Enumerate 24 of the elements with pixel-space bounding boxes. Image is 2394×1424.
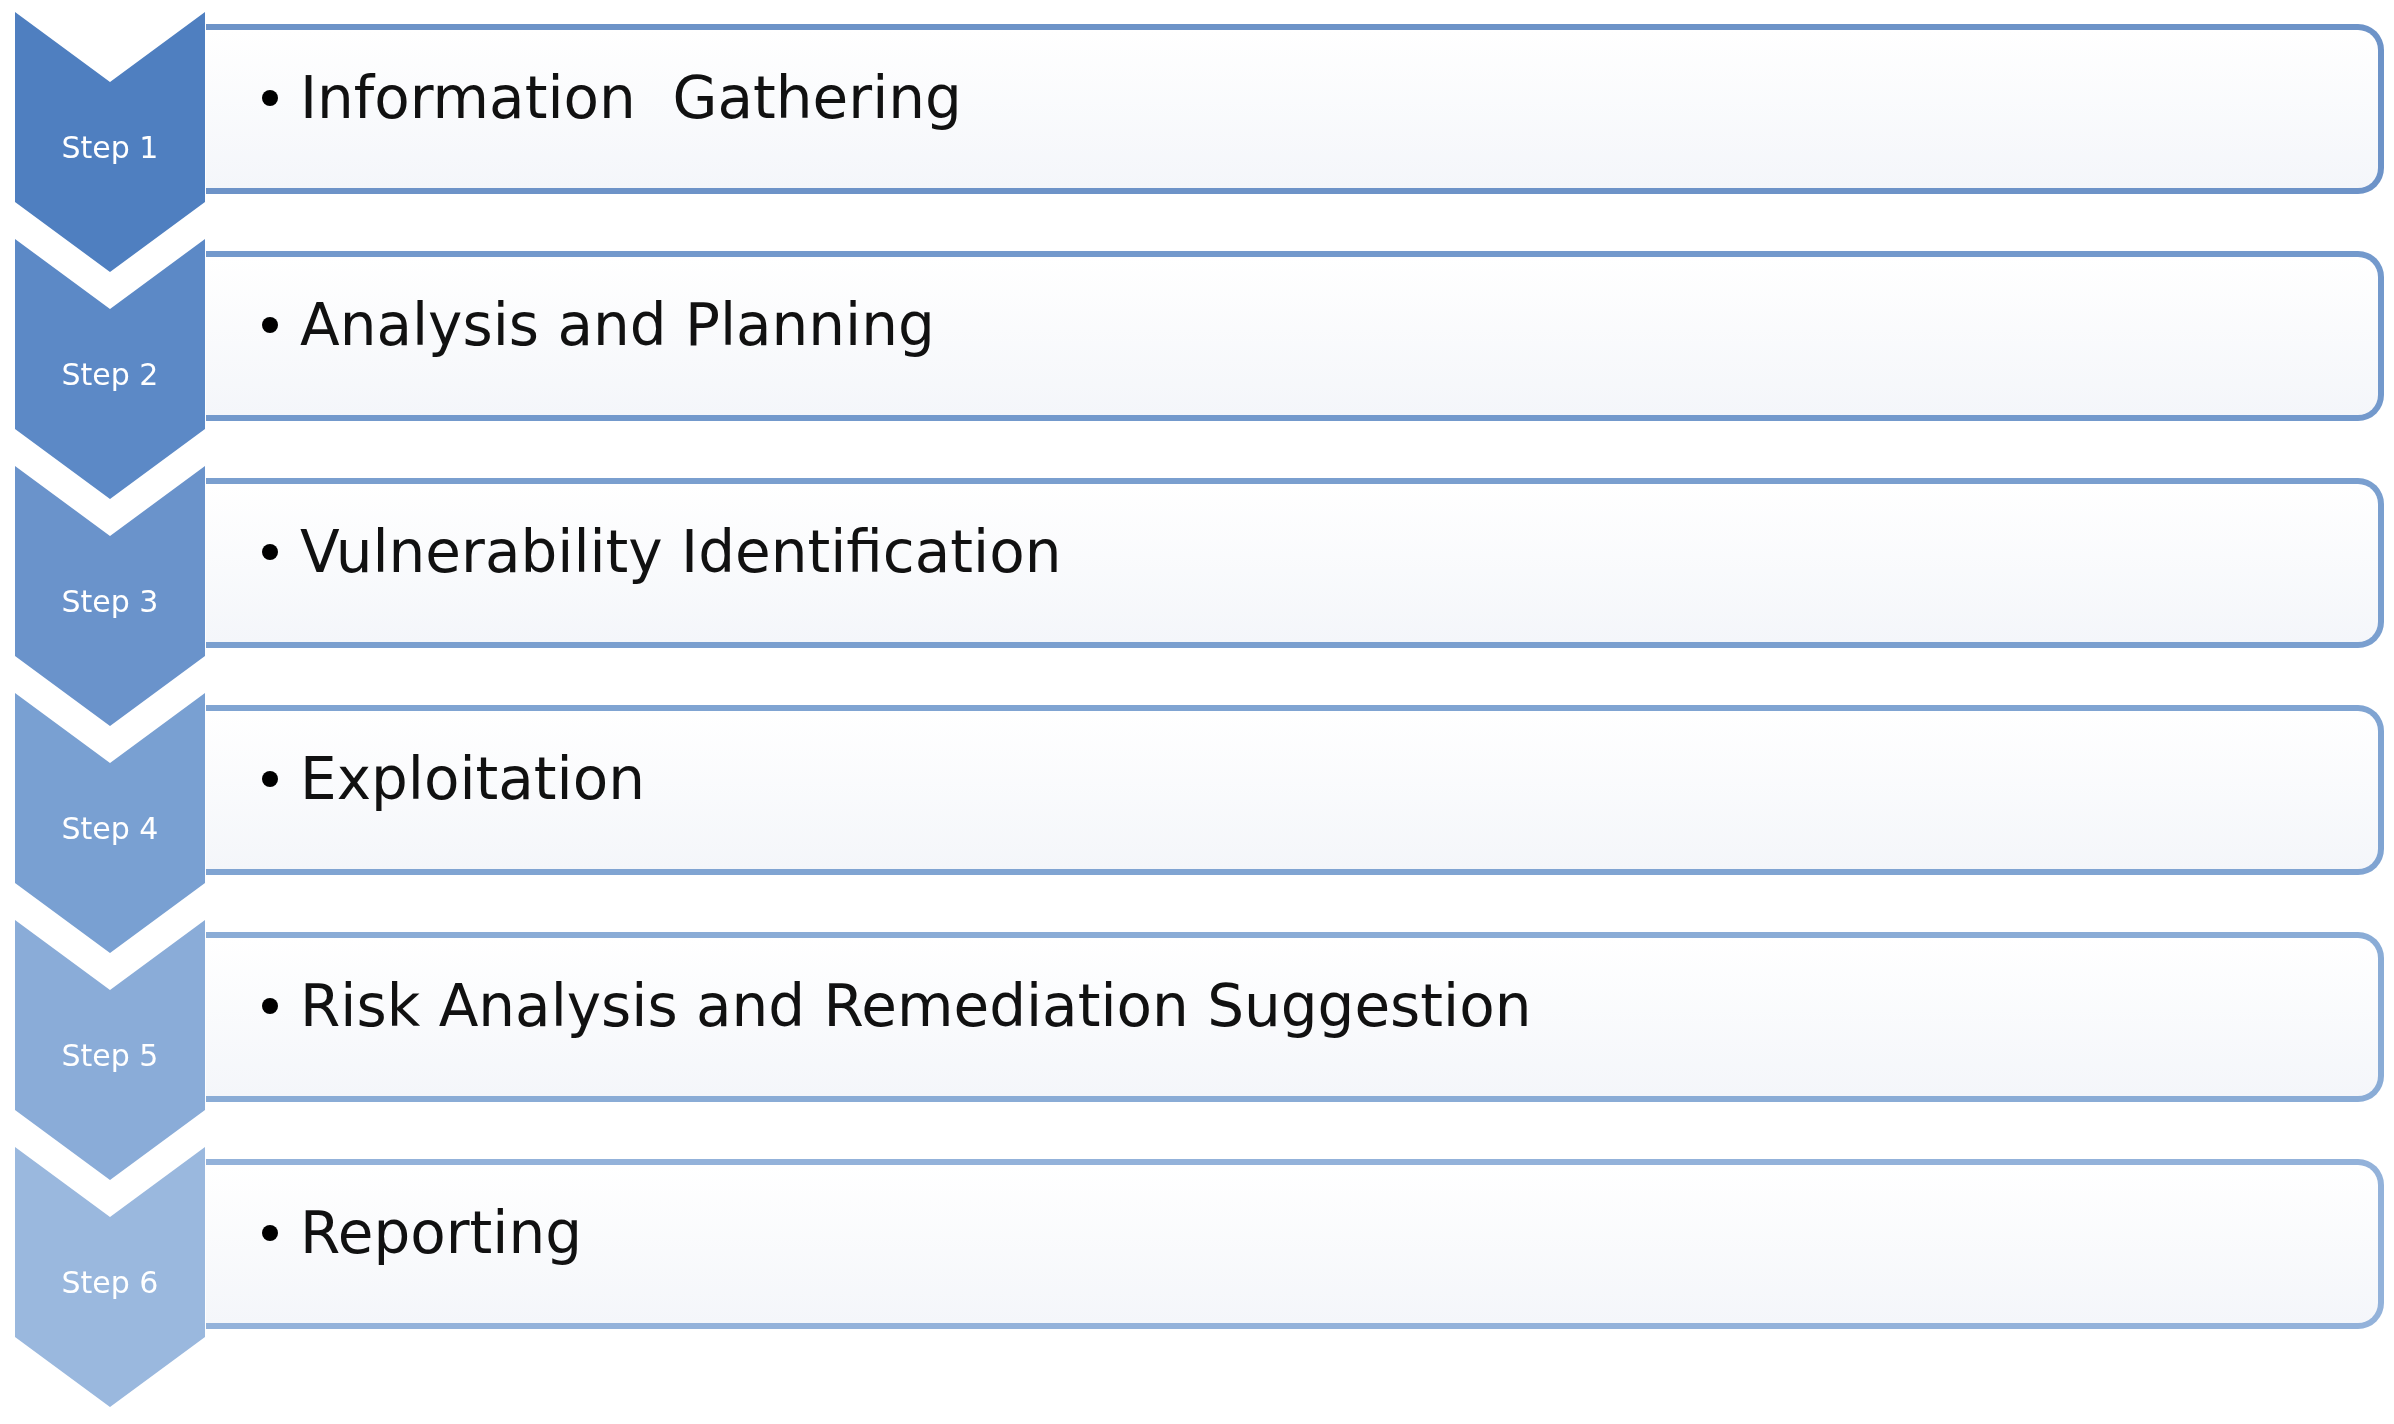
step-title: Information Gathering <box>300 64 962 132</box>
step-marker <box>15 12 205 272</box>
step-title: Reporting <box>300 1199 582 1267</box>
step-card <box>206 478 2384 648</box>
step-title: Vulnerability Identification <box>300 518 1062 586</box>
step-card <box>206 24 2384 194</box>
step-marker <box>15 693 205 953</box>
step-title: Risk Analysis and Remediation Suggestion <box>300 972 1532 1040</box>
step-label: Step 6 <box>60 1265 160 1300</box>
step-card <box>206 705 2384 875</box>
step-marker <box>15 1147 205 1407</box>
step-card <box>206 1159 2384 1329</box>
step-card <box>206 932 2384 1102</box>
step-marker <box>15 466 205 726</box>
step-card <box>206 251 2384 421</box>
step-label: Step 3 <box>60 584 160 619</box>
step-label: Step 4 <box>60 811 160 846</box>
step-title: Exploitation <box>300 745 645 813</box>
step-label: Step 5 <box>60 1038 160 1073</box>
step-marker <box>15 920 205 1180</box>
step-title: Analysis and Planning <box>300 291 935 359</box>
step-label: Step 1 <box>60 130 160 165</box>
step-label: Step 2 <box>60 357 160 392</box>
step-marker <box>15 239 205 499</box>
